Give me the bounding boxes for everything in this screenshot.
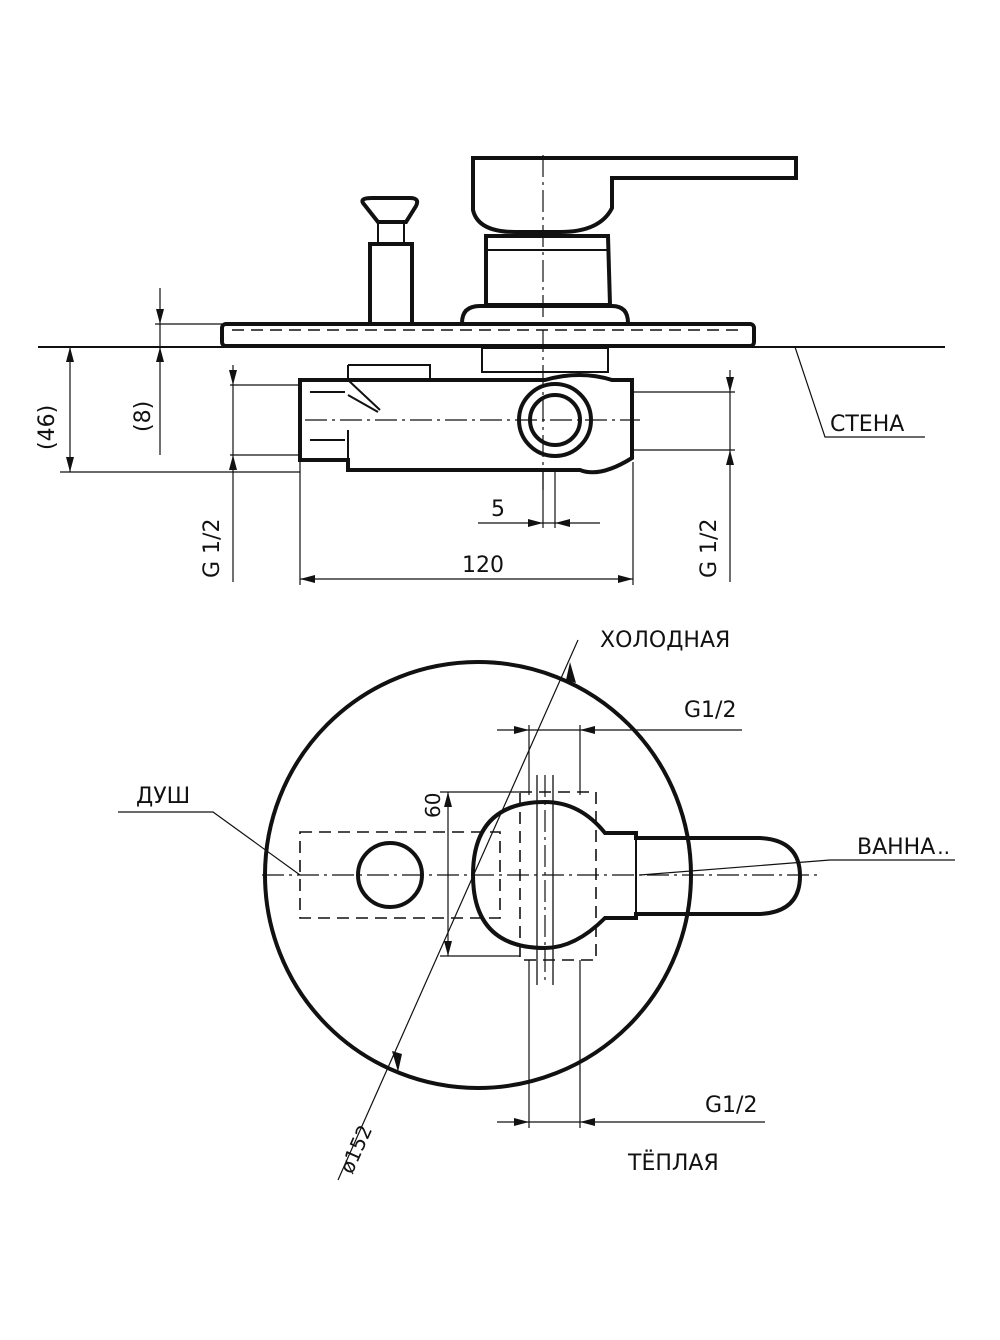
bath-label-text: ВАННА	[857, 835, 935, 860]
dim5-arrow-left	[528, 519, 543, 527]
g-left-arrow-bottom	[229, 455, 237, 470]
diameter-arrow-bottom	[392, 1051, 402, 1072]
diverter-knob-circle	[356, 841, 424, 909]
side-view: (46) (8) G 1/2 G 1/2 5 120	[35, 155, 945, 585]
dim8-label: (8)	[131, 401, 156, 432]
g-bottom-label: G1/2	[705, 1093, 757, 1118]
valve-body-notch	[299, 364, 431, 413]
g-right-arrow-top	[726, 377, 734, 392]
dim60-arrow-bottom	[444, 941, 452, 956]
dim5-arrow-right	[555, 519, 570, 527]
shower-leader	[118, 811, 301, 876]
g-left-arrow-top	[229, 370, 237, 385]
front-view: 60 G1/2 G1/2 ø152 ДУШ ВАННА.. ХОЛОДНАЯ Т…	[118, 628, 955, 1181]
front-lever	[470, 799, 803, 951]
cartridge-flange	[460, 304, 630, 324]
dim120-arrow-right	[618, 575, 633, 583]
bath-label: ВАННА..	[857, 835, 950, 860]
diameter-label: ø152	[335, 1121, 377, 1177]
cold-label: ХОЛОДНАЯ	[600, 628, 730, 653]
g-top-arrow-left	[514, 726, 529, 734]
wall-label: СТЕНА	[830, 412, 904, 437]
bath-label-suffix: ..	[937, 835, 950, 859]
diameter-arrow-top	[566, 662, 576, 683]
cover-plate	[220, 322, 756, 348]
dim60-arrow-top	[444, 792, 452, 807]
valve-body	[298, 373, 634, 475]
diameter-leader	[337, 639, 579, 1181]
dim46-arrow-top	[66, 347, 74, 362]
diverter-neck	[377, 221, 405, 245]
cartridge-lower	[481, 347, 609, 373]
g-top-label: G1/2	[684, 698, 736, 723]
dim120-arrow-left	[300, 575, 315, 583]
warm-label: ТЁПЛАЯ	[627, 1150, 719, 1176]
dim46-label: (46)	[35, 405, 60, 450]
g-left-label: G 1/2	[200, 519, 225, 578]
dim60-label: 60	[421, 793, 445, 818]
dim8-arrow-top	[156, 309, 164, 324]
bath-leader	[639, 859, 955, 876]
dim8-arrow-bottom	[156, 347, 164, 362]
wall-leader	[794, 346, 925, 438]
diverter-stem	[368, 242, 414, 326]
channel-hidden	[519, 791, 597, 961]
g-top-arrow-right	[580, 726, 595, 734]
g-right-arrow-bottom	[726, 450, 734, 465]
g-right-label: G 1/2	[697, 519, 722, 578]
shower-label: ДУШ	[136, 784, 190, 809]
dim120-label: 120	[462, 553, 504, 578]
cartridge-body	[484, 234, 613, 307]
g-bottom-arrow-right	[580, 1118, 595, 1126]
lever-handle	[471, 156, 798, 234]
dim46-arrow-bottom	[66, 457, 74, 472]
diverter-knob	[360, 196, 420, 224]
g-bottom-arrow-left	[514, 1118, 529, 1126]
dim5-label: 5	[491, 497, 505, 522]
shower-port-hidden	[299, 831, 501, 919]
